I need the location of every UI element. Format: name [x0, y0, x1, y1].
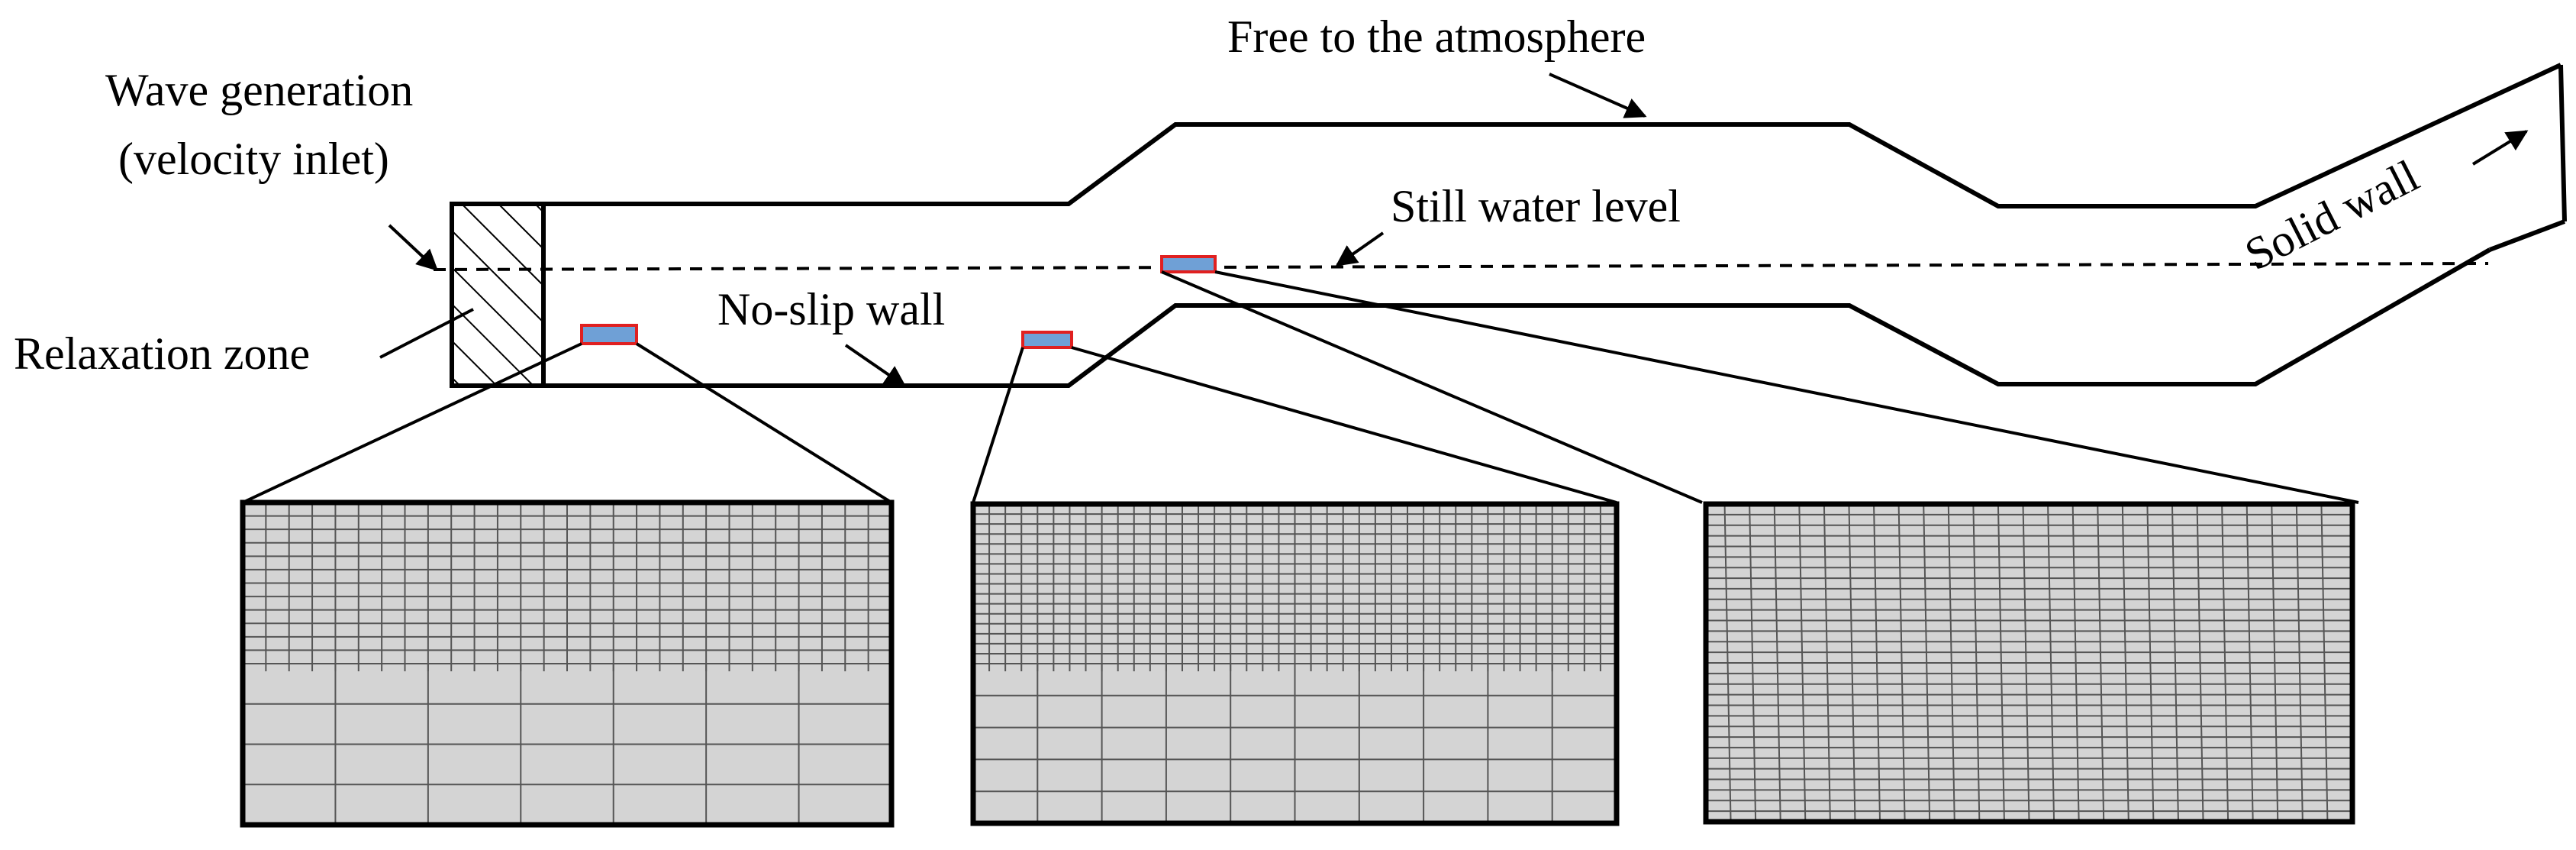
- solid-wall-end: [2558, 64, 2567, 222]
- arrow-solid-wall: [2471, 130, 2529, 166]
- solid-wall-connector: [2488, 219, 2566, 252]
- relaxation-zone-label: Relaxation zone: [14, 328, 310, 379]
- sample-marker-1: [580, 324, 638, 345]
- sample-marker-3: [1160, 255, 1217, 273]
- flume-top-boundary: [452, 63, 2562, 208]
- arrow-relaxation-zone: [379, 308, 474, 359]
- wave-generation-label: Wave generation: [105, 65, 413, 115]
- arrow-free-atmosphere: [1549, 73, 1647, 118]
- arrow-no-slip-wall: [844, 344, 907, 387]
- arrow-still-water: [1335, 231, 1385, 267]
- flume-bottom-boundary: [452, 247, 2491, 388]
- no-slip-wall-label: No-slip wall: [717, 284, 945, 335]
- sample-markers: [580, 255, 1217, 349]
- velocity-inlet-label: (velocity inlet): [118, 134, 389, 184]
- zoom-connectors: [242, 270, 2359, 504]
- mesh-panel-2: [970, 501, 1620, 826]
- flume-geometry: [450, 63, 2567, 388]
- still-water-level-line: [433, 262, 2489, 271]
- free-to-atmosphere-label: Free to the atmosphere: [1227, 11, 1646, 62]
- mesh-panel-1: [240, 499, 895, 828]
- relaxation-zone-block: [450, 202, 546, 388]
- annotation-arrows: [379, 73, 2529, 387]
- arrow-wave-generation: [388, 224, 439, 271]
- sample-marker-2: [1021, 331, 1073, 349]
- still-water-level-label: Still water level: [1391, 181, 1681, 231]
- mesh-panel-3: [1703, 501, 2355, 825]
